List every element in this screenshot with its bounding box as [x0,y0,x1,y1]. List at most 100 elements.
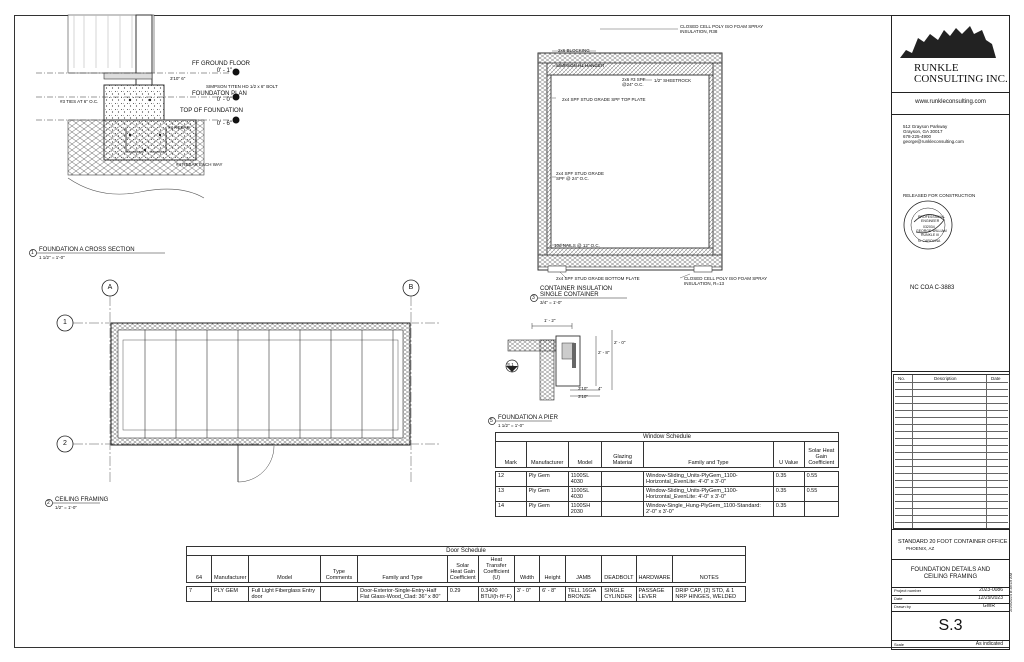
door-cell: 6' - 8" [539,586,566,602]
revisions-table: No. Description Date [893,374,1010,529]
seal-text: N. CAROLINA [918,239,941,243]
window-schedule-table: Window Schedule Mark Manufacturer Model … [495,432,840,517]
note-blocking: 2x6 BLOCKING [558,48,590,53]
view-number-3: 3 [532,295,535,301]
address-line: 512 Grayson Parkway [903,124,948,129]
address-line: george@runkleconsulting.com [903,139,964,144]
door-header-u: Heat Transfer Coefficient (U) [477,555,515,583]
pier-drawing [488,323,613,425]
view-scale-3: 3/4" = 1'-0" [540,300,562,305]
container-insulation-drawing [530,28,723,302]
window-header-manufacturer: Manufacturer [525,441,569,468]
window-cell: 0.35 [772,471,805,487]
window-cell [803,501,840,517]
website-cell: www.runkleconsulting.com [892,92,1009,115]
window-cell: 0.35 [772,486,805,502]
pier-dim-width: 1' - 2" [544,318,556,323]
window-header-mark: Mark [495,441,527,468]
project-location: PHOENIX, AZ [906,546,935,551]
door-cell: TELL 16GA BRONZE [564,586,603,602]
table-row: 7 PLY GEM Full Light Fiberglass Entry do… [185,586,746,602]
door-cell [319,586,359,602]
date-value: 12/29/2023 [977,595,1003,601]
table-row: 12 Ply Gem 1100SL 4030 Window-Sliding_Un… [495,471,840,487]
pier-dim-c: 4" [598,386,603,391]
seal-text: RUNKLE III [921,233,940,237]
elev-foundation-plan-value: 0' - 0" [216,97,232,103]
note-sheetrock: 1/2" SHEETROCK [654,78,692,83]
view-scale-1: 1 1/2" = 1'-0" [39,255,65,260]
window-cell: 1100SL 4030 [567,471,603,487]
window-cell [601,501,645,517]
door-schedule-table: Door Schedule 64 Manufacturer Model Type… [185,546,746,602]
project-number-cell: Project number 2023-0086 [892,587,1009,596]
door-cell: SINGLE CYLINDER [601,586,637,602]
window-header-model: Model [567,441,603,468]
window-schedule-title: Window Schedule [495,432,839,442]
note-stud: 2x4 SPF STUD GRADE SPF @ 24" O.C. [556,171,605,181]
project-number: 2023-0086 [979,587,1003,593]
print-timestamp: 2/29/2024 8:38:19 AM [1008,572,1013,612]
project-title-cell: STANDARD 20 FOOT CONTAINER OFFICE PHOENI… [892,529,1009,560]
door-cell: DRIP CAP, (2) STD, & 1 NRP HINGES, WELDE… [672,586,746,602]
sheet-number: S.3 [938,617,963,634]
grid-bubble-a: A [107,284,113,291]
window-cell: Window-Sliding_Units-PlyGem_1100-Horizon… [643,471,774,487]
window-cell: 0.55 [803,486,840,502]
ceiling-framing-drawing [45,279,440,507]
view-title-3: CONTAINER INSULATION SINGLE CONTAINER [540,286,613,298]
pier-dim-height: 2' - 8" [598,350,610,355]
note-bolt: SIMPSON TITEN HD 1/2 x 6" BOLT [206,84,278,89]
elev-ff-ground-floor-value: 0' - 1" [216,68,232,74]
revisions-cell: No. Description Date [892,371,1010,530]
scale-label: Scale [894,642,905,647]
window-cell: 1100SL 4030 [567,486,603,502]
door-header-family: Family and Type [357,555,448,583]
door-cell: Full Light Fiberglass Entry door [248,586,321,602]
door-header-shgc: Solar Heat Gain Coefficient [446,555,479,583]
door-header-jamb: JAMB [564,555,603,583]
table-row: 13 Ply Gem 1100SL 4030 Window-Sliding_Un… [495,486,840,502]
door-header-type-comments: Type Comments [319,555,359,583]
window-header-glazing: Glazing Material [601,441,645,468]
view-scale-5: 1 1/2" = 1'-0" [498,423,524,428]
drawn-by-label: Drawn by [894,604,911,609]
table-row: 14 Ply Gem 1100SH 2030 Window-Single_Hun… [495,501,840,517]
elev-top-of-foundation-value: 0' - 6" [216,121,232,127]
grid-bubble-2: 2 [63,440,67,447]
door-cell: PLY GEM [211,586,250,602]
note-top-plate: 2x4 SPF STUD GRADE SPF TOP PLATE [562,97,646,102]
door-header-deadbolt: DEADBOLT [601,555,637,583]
company-website[interactable]: www.runkleconsulting.com [915,99,986,105]
seal-text: 032034 [923,225,935,229]
window-cell: 13 [495,486,527,502]
door-header-width: Width [513,555,541,583]
seal-text: PROFESSIONAL [918,215,946,219]
note-spf-top: 2x6 #3 SPF @24" O.C. [622,77,646,87]
window-header-u-value: U Value [772,441,805,468]
window-cell: 12 [495,471,527,487]
pier-section-tag: S.1 [507,362,514,367]
rev-header-date: Date [991,376,1001,381]
door-header-hardware: HARDWARE [635,555,674,583]
window-cell: Window-Single_Hung-PlyGem_1100-Standard:… [643,501,774,517]
window-cell: Ply Gem [525,501,569,517]
view-number-1: 1 [31,250,34,256]
window-cell: 0.35 [772,501,805,517]
sheet-title: FOUNDATION DETAILS AND CEILING FRAMING [910,567,991,580]
door-cell: 3' - 0" [513,586,541,602]
scale-cell: Scale As indicated [892,640,1009,649]
note-hanger: SIMPSON H1 HANGER [556,63,605,68]
sheet-title-cell: FOUNDATION DETAILS AND CEILING FRAMING [892,559,1009,588]
pier-dim-a: 3'10" [578,386,588,391]
drawn-by: GWR [982,603,995,609]
window-cell: Ply Gem [525,471,569,487]
elev-top-of-foundation-label: TOP OF FOUNDATION [180,108,244,114]
view-number-5: 5 [490,418,493,424]
window-header-shgc: Solar Heat Gain Coefficient [803,441,840,468]
title-block: RUNKLE CONSULTING INC. www.runkleconsult… [891,15,1010,650]
grid-bubble-b: B [408,284,414,291]
window-cell: 1100SH 2030 [567,501,603,517]
